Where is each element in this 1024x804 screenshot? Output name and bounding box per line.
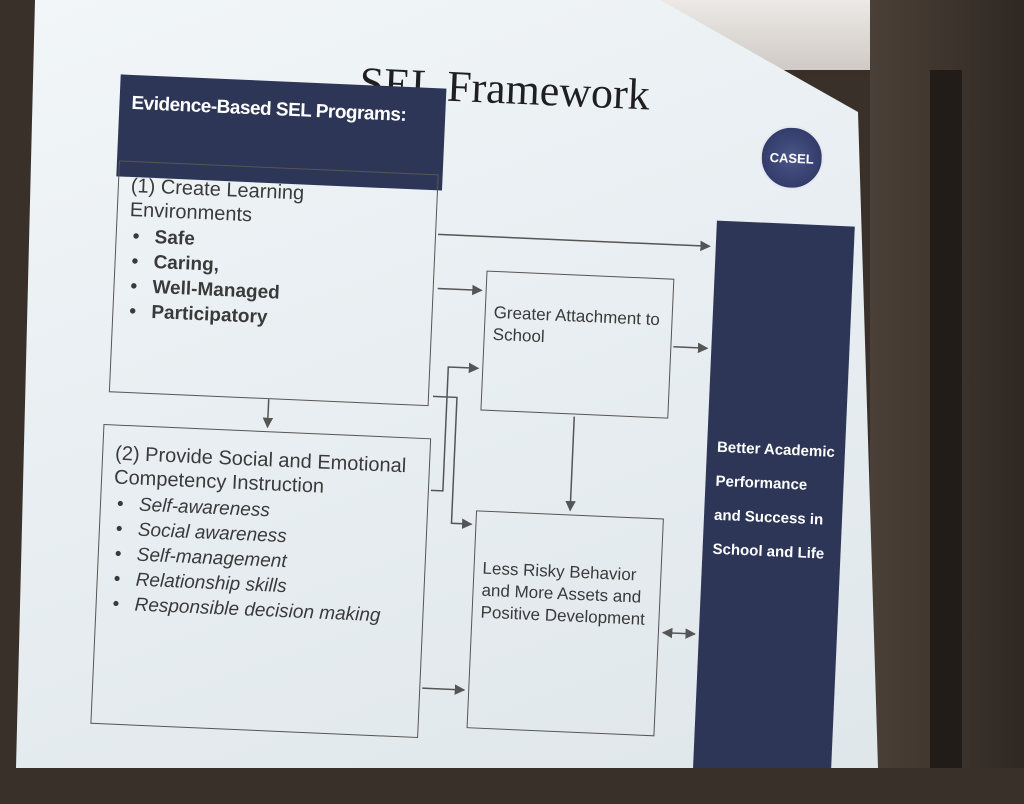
arrow-behavior-outcome xyxy=(661,627,696,639)
arrow-competency-to-attachment xyxy=(430,362,480,492)
arrow-learning-to-competency xyxy=(262,399,274,429)
arrow-learning-to-behavior xyxy=(432,395,473,529)
arrow-attachment-to-behavior xyxy=(565,416,576,512)
arrow-competency-to-behavior xyxy=(422,684,466,695)
arrow-learning-to-attachment xyxy=(437,284,483,296)
arrow-learning-to-outcome xyxy=(438,233,711,252)
screen-frame xyxy=(930,70,962,768)
arrow-attachment-to-outcome xyxy=(673,342,709,354)
projection-screen: SEL Framework Evidence-Based SEL Program… xyxy=(0,0,1024,768)
